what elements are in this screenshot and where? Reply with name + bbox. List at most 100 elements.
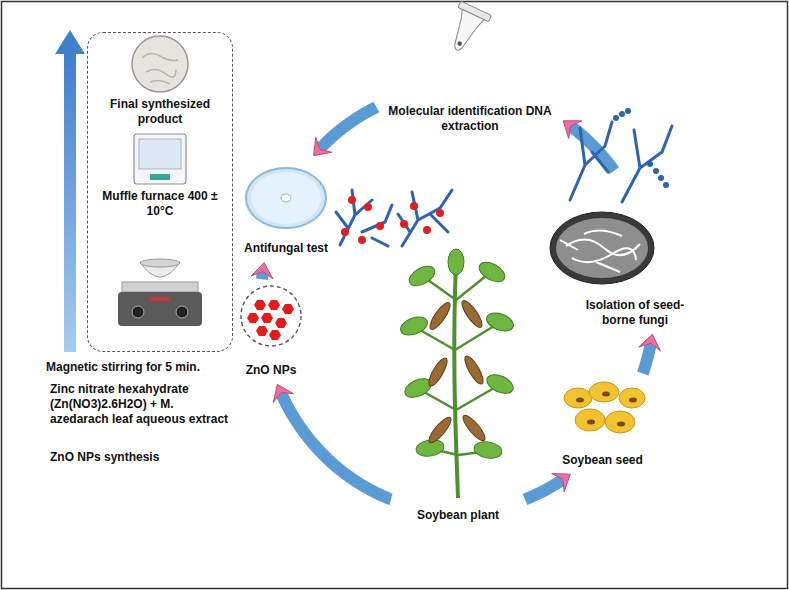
stirrer-badge <box>150 297 170 301</box>
tube-body <box>446 10 484 55</box>
conidium <box>625 108 631 114</box>
pod <box>426 356 451 389</box>
stage-node: Antifungal test <box>228 160 344 258</box>
pod <box>460 413 488 444</box>
nanoparticle <box>358 236 366 244</box>
furnace-display <box>150 174 170 180</box>
pod <box>462 354 487 387</box>
cycle-arrow <box>273 384 391 499</box>
hexagon-particle <box>261 313 273 323</box>
nanoparticle-circle <box>241 286 301 346</box>
conidia-chain <box>613 108 669 188</box>
stirrer-knob <box>176 306 188 318</box>
nanoparticle <box>364 203 372 211</box>
pod <box>459 298 486 330</box>
pod <box>427 300 454 332</box>
mycelium <box>560 230 640 272</box>
cycle-band <box>281 393 391 500</box>
conidium <box>619 111 625 117</box>
microtube <box>441 1 491 57</box>
label-box: Zinc nitrate hexahydrate (Zn(NO3)2.6H2O)… <box>50 382 230 427</box>
nanoparticle <box>348 196 356 204</box>
cycle-band <box>320 107 376 149</box>
stage-node: Isolation of seed-borne fungi <box>565 175 705 330</box>
stage-node: Soybean seed <box>552 378 653 470</box>
label-box: ZnO NPs synthesis <box>50 450 230 465</box>
seed-hilum <box>587 420 595 425</box>
seed <box>619 388 645 408</box>
conidium <box>663 182 669 188</box>
furnace-body <box>134 134 186 184</box>
hyphae <box>336 190 392 246</box>
arrow-head <box>314 137 332 155</box>
product-texture <box>142 53 178 84</box>
stirrer-base <box>118 292 202 326</box>
node-label: Final synthesized product <box>96 97 224 127</box>
nanoparticle-cluster <box>247 300 294 340</box>
stirrer-knob <box>132 306 144 318</box>
fungal-hyphae <box>570 122 612 200</box>
seed-hilum <box>602 392 610 397</box>
arrow-head <box>273 384 293 402</box>
seed <box>605 411 635 433</box>
conidium <box>653 168 659 174</box>
product-photo <box>132 36 188 92</box>
fungal-hyphae <box>622 126 672 202</box>
hexagon-particle <box>275 318 287 328</box>
hyphae <box>398 190 452 246</box>
hexagon-particle <box>269 330 281 340</box>
process-arrow-shaft <box>64 52 76 352</box>
label-box: Magnetic stirring for 5 min. <box>46 360 200 375</box>
seed-hilum <box>617 422 625 427</box>
furnace-door <box>139 139 181 169</box>
node-label: Antifungal test <box>232 241 340 256</box>
node-label: Isolation of seed-borne fungi <box>576 298 694 328</box>
node-label: ZnO NPs <box>237 363 305 378</box>
seed <box>575 409 605 431</box>
hexagon-particle <box>254 300 266 310</box>
nanoparticle <box>376 222 384 230</box>
culture-dish <box>550 212 654 284</box>
plant-branch <box>420 276 494 455</box>
annotation-text: Zinc nitrate hexahydrate (Zn(NO3)2.6H2O)… <box>50 382 230 427</box>
nanoparticle <box>400 220 408 228</box>
arrow-head <box>251 263 273 279</box>
arrow-head <box>639 334 661 351</box>
conidium <box>613 115 619 121</box>
tube-pellet <box>457 41 463 47</box>
cycle-arrow <box>314 107 377 156</box>
leaf <box>484 371 516 397</box>
annotation-text: Magnetic stirring for 5 min. <box>46 360 200 375</box>
nanoparticle <box>341 228 349 236</box>
arrow-head <box>552 474 571 492</box>
bowl-rim <box>140 259 180 267</box>
cycle-arrow <box>251 263 273 280</box>
nanoparticle <box>410 202 418 210</box>
seed-hilum <box>629 398 637 403</box>
conidium <box>647 161 653 167</box>
leaf <box>406 262 438 290</box>
leaf <box>473 440 503 461</box>
agar <box>251 172 321 224</box>
cycle-arrow <box>525 474 570 500</box>
hexagon-particle <box>282 304 294 314</box>
leaf <box>448 249 464 275</box>
hexagon-particle <box>256 326 268 336</box>
cycle-band <box>643 343 651 373</box>
culture-medium <box>556 218 648 278</box>
pod <box>426 415 454 446</box>
agar-well <box>281 194 291 202</box>
hexagon-particle <box>268 300 280 310</box>
stirrer-plate <box>122 282 198 292</box>
cycle-arrow <box>639 334 661 373</box>
leaf <box>476 258 508 286</box>
process-panel: Final synthesized productMuffle furnace … <box>87 32 233 352</box>
node-label: Muffle furnace 400 ± 10°C <box>102 189 218 219</box>
stage-node: Molecular identification DNA extraction <box>381 4 559 136</box>
process-arrow-head <box>55 30 85 54</box>
leaf <box>484 310 516 335</box>
hexagon-particle <box>247 313 259 323</box>
